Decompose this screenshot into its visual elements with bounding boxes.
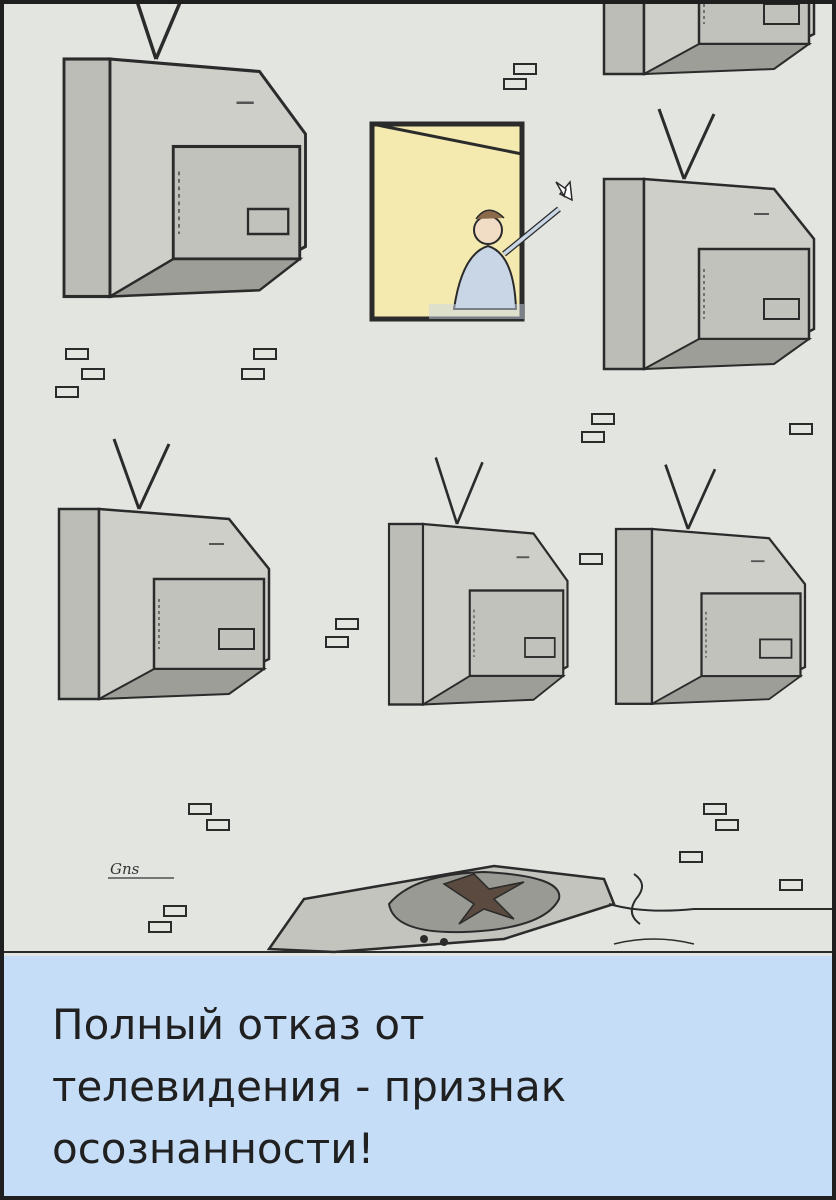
meme-caption: Полный отказ от телевидения - признак ос… (52, 1000, 567, 1173)
window-with-boy (369, 121, 573, 322)
cartoon-illustration: Gns (4, 4, 832, 956)
broken-tv-on-ground (266, 864, 832, 954)
caption-panel: Полный отказ от телевидения - признак ос… (4, 956, 832, 1196)
artist-signature: Gns (108, 860, 174, 879)
signature-text: Gns (110, 860, 140, 878)
